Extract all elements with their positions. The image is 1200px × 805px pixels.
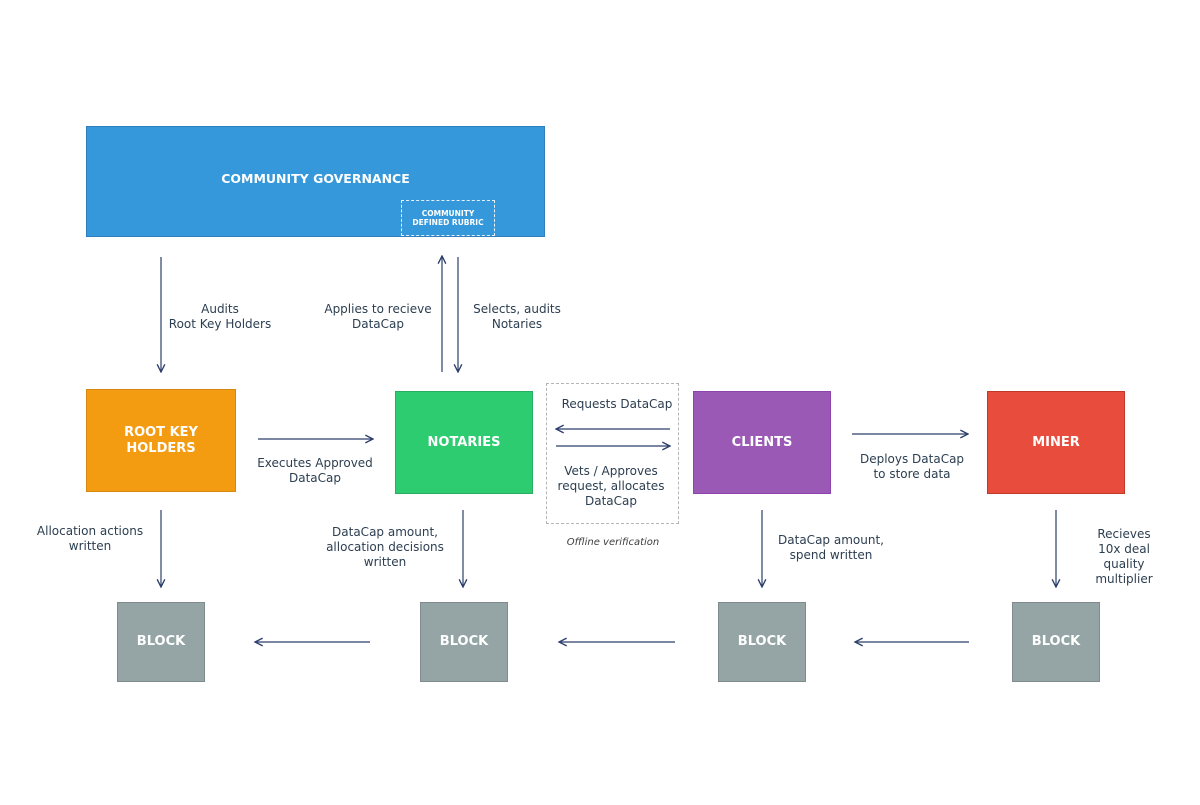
block-box-1: BLOCK bbox=[117, 602, 205, 682]
block-box-4: BLOCK bbox=[1012, 602, 1100, 682]
label-receives-multiplier: Recieves 10x deal quality multiplier bbox=[1095, 527, 1153, 586]
label-deploys-datacap: Deploys DataCap to store data bbox=[859, 452, 965, 481]
label-selects-audits: Selects, audits Notaries bbox=[473, 302, 561, 331]
label-allocation-actions: Allocation actions written bbox=[36, 524, 144, 553]
label-applies-datacap: Applies to recieve DataCap bbox=[324, 302, 432, 331]
notaries-box: NOTARIES bbox=[395, 391, 533, 494]
root-key-holders-box: ROOT KEY HOLDERS bbox=[86, 389, 236, 492]
label-requests-datacap: Requests DataCap bbox=[561, 397, 673, 411]
community-governance-box: COMMUNITY GOVERNANCE bbox=[86, 126, 545, 237]
offline-verification-frame bbox=[546, 383, 679, 524]
label-vets-approves: Vets / Approves request, allocates DataC… bbox=[557, 464, 665, 508]
clients-box: CLIENTS bbox=[693, 391, 831, 494]
label-datacap-allocation: DataCap amount, allocation decisions wri… bbox=[326, 525, 444, 569]
label-audits-rkh: Audits Root Key Holders bbox=[168, 302, 272, 331]
label-executes-approved: Executes Approved DataCap bbox=[257, 456, 373, 485]
miner-box: MINER bbox=[987, 391, 1125, 494]
label-datacap-spend: DataCap amount, spend written bbox=[778, 533, 884, 562]
block-box-2: BLOCK bbox=[420, 602, 508, 682]
label-offline-verification: Offline verification bbox=[566, 537, 660, 548]
block-box-3: BLOCK bbox=[718, 602, 806, 682]
community-defined-rubric-box: COMMUNITY DEFINED RUBRIC bbox=[401, 200, 495, 236]
